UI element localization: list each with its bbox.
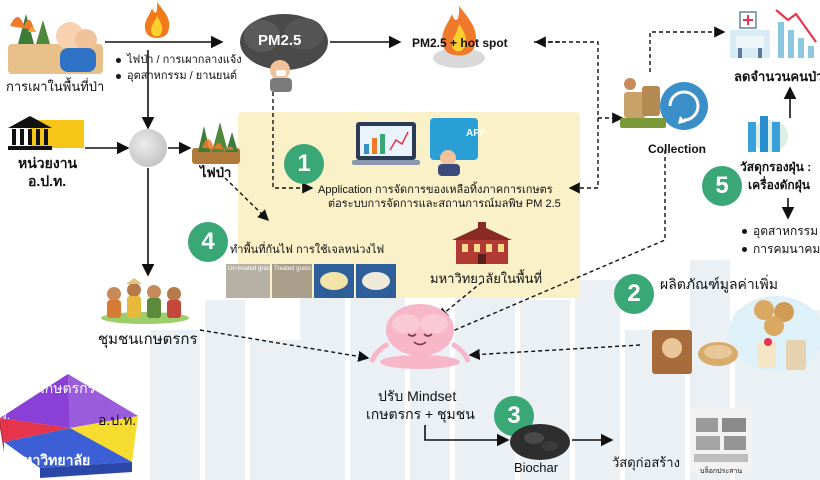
dust-filter-line2: เครื่องดักฝุ่น xyxy=(748,178,810,192)
firebreak-label: ทำพื้นที่กันไฟ การใช้เจลหน่วงไฟ xyxy=(230,244,385,256)
government-building-icon xyxy=(8,116,84,150)
pm25-cloud-illustration xyxy=(240,14,328,92)
construction-label: วัสดุก่อสร้าง xyxy=(612,455,680,470)
mindset-line1: ปรับ Mindset xyxy=(378,388,457,404)
construction-blocks-illustration xyxy=(690,408,752,472)
gel-sample-2 xyxy=(356,264,396,298)
pie-segment-community xyxy=(0,374,70,428)
application-title-line1: Application การจัดการของเหลือทิ้งภาคการเ… xyxy=(318,184,553,196)
step-4-badge: 4 xyxy=(188,222,228,262)
hospital-chart-illustration xyxy=(730,9,817,58)
value-added-products-illustration xyxy=(652,296,820,374)
university-building-icon xyxy=(452,222,512,264)
farmers-group-illustration xyxy=(101,278,189,324)
agency-label: หน่วยงาน xyxy=(18,155,78,171)
pie-label-other: ว. xyxy=(0,408,11,422)
application-title-line2: ต่อระบบการจัดการและสถานการณ์มลพิษ PM 2.5 xyxy=(328,198,561,210)
pie-label-university: มหาวิทยาลัย xyxy=(14,452,91,468)
pie-segment-local-gov xyxy=(70,416,138,462)
dust-filter-line1: วัสดุกรองฝุ่น : xyxy=(740,160,812,174)
wildfire-label: ไฟป่า xyxy=(200,165,232,180)
step-3-badge: 3 xyxy=(494,396,534,436)
mindset-line2: เกษตรกร + ชุมชน xyxy=(366,406,475,422)
pm25-badge: PM2.5 xyxy=(258,32,302,49)
step-2-badge: 2 xyxy=(614,274,654,314)
app-badge: APP xyxy=(466,128,487,139)
brain-meditation-illustration xyxy=(369,304,471,369)
university-label: มหาวิทยาลัยในพื้นที่ xyxy=(430,271,543,286)
reduce-patients-label: ลดจำนวนคนป่วย xyxy=(734,69,820,84)
biochar-label: Biochar xyxy=(514,460,559,475)
pollution-source-item: อุตสาหกรรม / ยานยนต์ xyxy=(116,68,242,84)
step-5-badge: 5 xyxy=(702,166,742,206)
hotspot-fire-icon xyxy=(433,6,485,68)
laptop-app-illustration xyxy=(352,118,478,176)
value-added-label: ผลิตภัณฑ์มูลค่าเพิ่ม xyxy=(660,276,778,292)
hotspot-label: PM2.5 + hot spot xyxy=(412,36,508,50)
pie-segment-other xyxy=(0,418,70,442)
pie-label-farmers: เกษตรกร xyxy=(40,380,96,396)
treated-grass-sample: Treated grass xyxy=(272,264,312,298)
hub-node xyxy=(129,129,167,167)
burning-forest-icon xyxy=(192,122,240,164)
pie-label-local-gov: อ.ป.ท. xyxy=(98,412,137,428)
output-item: การคมนาคม xyxy=(742,240,820,258)
stakeholder-pie xyxy=(0,374,138,478)
biochar-pile-icon xyxy=(510,424,570,460)
pie-segment-university xyxy=(4,428,132,468)
collection-illustration xyxy=(620,78,708,130)
pollution-source-item: ไฟป่า / การเผากลางแจ้ง xyxy=(116,52,242,68)
brick-caption: บล็อกประสาน xyxy=(700,468,743,475)
agency-sub-label: อ.ป.ท. xyxy=(28,173,67,189)
pie-segment-community-top xyxy=(68,374,138,428)
forest-fire-family-illustration xyxy=(8,14,103,74)
gel-sample-1 xyxy=(314,264,354,298)
dust-filter-icon xyxy=(748,116,788,152)
pollution-sources-list: ไฟป่า / การเผากลางแจ้ง อุตสาหกรรม / ยานย… xyxy=(116,52,242,84)
output-item: อุตสาหกรรม xyxy=(742,222,820,240)
pie-label-community: ชุมชน / xyxy=(48,362,94,378)
collection-label: Collection xyxy=(648,142,707,156)
fire-icon xyxy=(144,2,170,38)
step-1-badge: 1 xyxy=(284,144,324,184)
forest-burning-label: การเผาในพื้นที่ป่า xyxy=(6,79,105,94)
untreated-grass-sample: Un-treated grass xyxy=(226,264,273,298)
farmer-community-label: ชุมชนเกษตรกร xyxy=(98,331,198,348)
dust-filter-outputs: อุตสาหกรรม การคมนาคม xyxy=(742,222,820,258)
